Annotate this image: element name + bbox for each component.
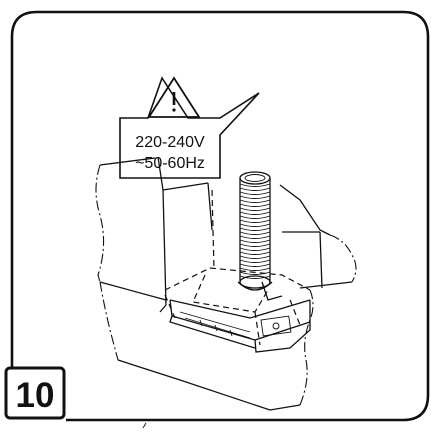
scan-mark: [142, 422, 147, 429]
duct-rib: [239, 267, 271, 271]
duct-rib: [239, 187, 271, 191]
duct-rib: [239, 191, 271, 195]
warning-triangle-icon: [147, 76, 201, 118]
panel-frame: [10, 10, 430, 422]
duct-rib: [239, 263, 271, 267]
duct-rib: [239, 219, 271, 223]
exhaust-duct-drawing: [237, 171, 283, 301]
warning-callout: 220-240V ~50-60Hz: [119, 76, 260, 179]
duct-rib: [239, 251, 271, 255]
duct-rib: [239, 271, 271, 275]
duct-rib: [239, 243, 271, 247]
duct-rib: [239, 207, 271, 211]
duct-rib: [239, 199, 271, 203]
duct-rib: [239, 275, 271, 279]
step-number-badge: 10: [4, 366, 66, 420]
duct-rib: [239, 239, 271, 243]
wall-cabinet-drawing: [95, 156, 357, 411]
voltage-label: 220-240V: [135, 134, 205, 151]
duct-rib: [239, 227, 271, 231]
duct-rib: [239, 231, 271, 235]
duct-rib: [239, 195, 271, 199]
duct-rib: [239, 223, 271, 227]
duct-rib: [239, 203, 271, 207]
duct-rib: [239, 215, 271, 219]
callout-box: [119, 76, 260, 179]
duct-rib: [239, 183, 271, 187]
step-number: 10: [16, 376, 55, 415]
duct-rib: [239, 235, 271, 239]
duct-rib: [239, 255, 271, 259]
duct-rib: [239, 247, 271, 251]
cooker-hood-drawing: [164, 189, 311, 353]
frequency-label: ~50-60Hz: [135, 155, 205, 172]
duct-rib: [239, 259, 271, 263]
duct-rib: [239, 211, 271, 215]
